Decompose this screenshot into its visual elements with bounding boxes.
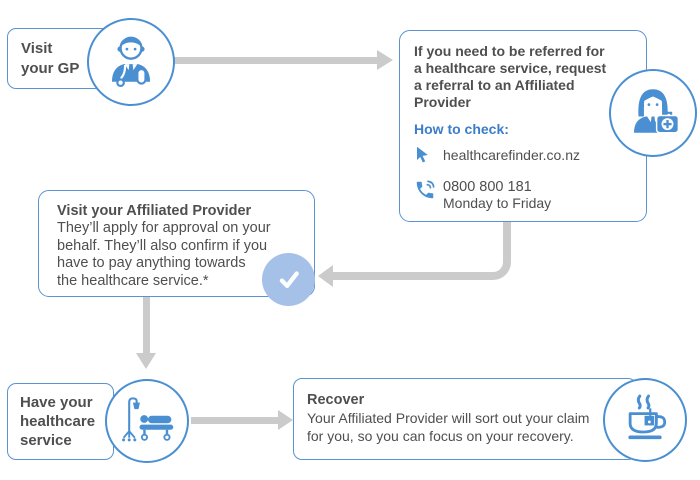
nurse-icon-circle: [609, 69, 697, 157]
arrow-right-icon: [278, 410, 293, 430]
recover-heading: Recover: [307, 392, 365, 408]
cup-icon-circle: [603, 378, 687, 462]
hospital-bed-icon: [117, 389, 177, 454]
phone-number: 0800 800 181: [443, 179, 532, 195]
affiliated-provider-body: They’ll apply for approval on your behal…: [57, 220, 271, 289]
affiliated-provider-heading: Visit your Affiliated Provider: [57, 203, 252, 219]
connector-service-to-recover: [191, 417, 279, 424]
gp-icon-circle: [87, 18, 175, 106]
arrow-down-icon: [136, 353, 156, 369]
arrow-left-icon: [318, 265, 333, 287]
check-icon: [262, 253, 315, 306]
phone-details: 0800 800 181 Monday to Friday: [443, 178, 551, 211]
nurse-icon: [624, 82, 682, 145]
connector-provider-to-service: [143, 297, 150, 353]
referral-box: If you need to be referred for a healthc…: [399, 30, 647, 222]
connector-gp-to-referral: [174, 57, 378, 64]
referral-heading: If you need to be referred for a healthc…: [414, 43, 607, 110]
visit-gp-label: Visit your GP: [21, 39, 80, 77]
how-to-check-label: How to check:: [414, 121, 509, 137]
phone-icon: [414, 178, 443, 207]
connector-referral-to-check: [331, 220, 511, 280]
recover-body: Your Affiliated Provider will sort out y…: [307, 410, 590, 444]
phone-hours: Monday to Friday: [443, 195, 552, 211]
healthcare-service-label: Have your healthcare service: [20, 394, 96, 449]
teacup-icon: [617, 390, 673, 451]
healthcare-service-box: Have your healthcare service: [7, 383, 114, 460]
recover-box: Recover Your Affiliated Provider will so…: [293, 378, 637, 460]
website-text: healthcarefinder.co.nz: [443, 147, 580, 163]
arrow-right-icon: [377, 50, 393, 70]
bed-icon-circle: [105, 379, 189, 463]
cursor-icon: [414, 145, 443, 170]
doctor-icon: [102, 31, 160, 94]
